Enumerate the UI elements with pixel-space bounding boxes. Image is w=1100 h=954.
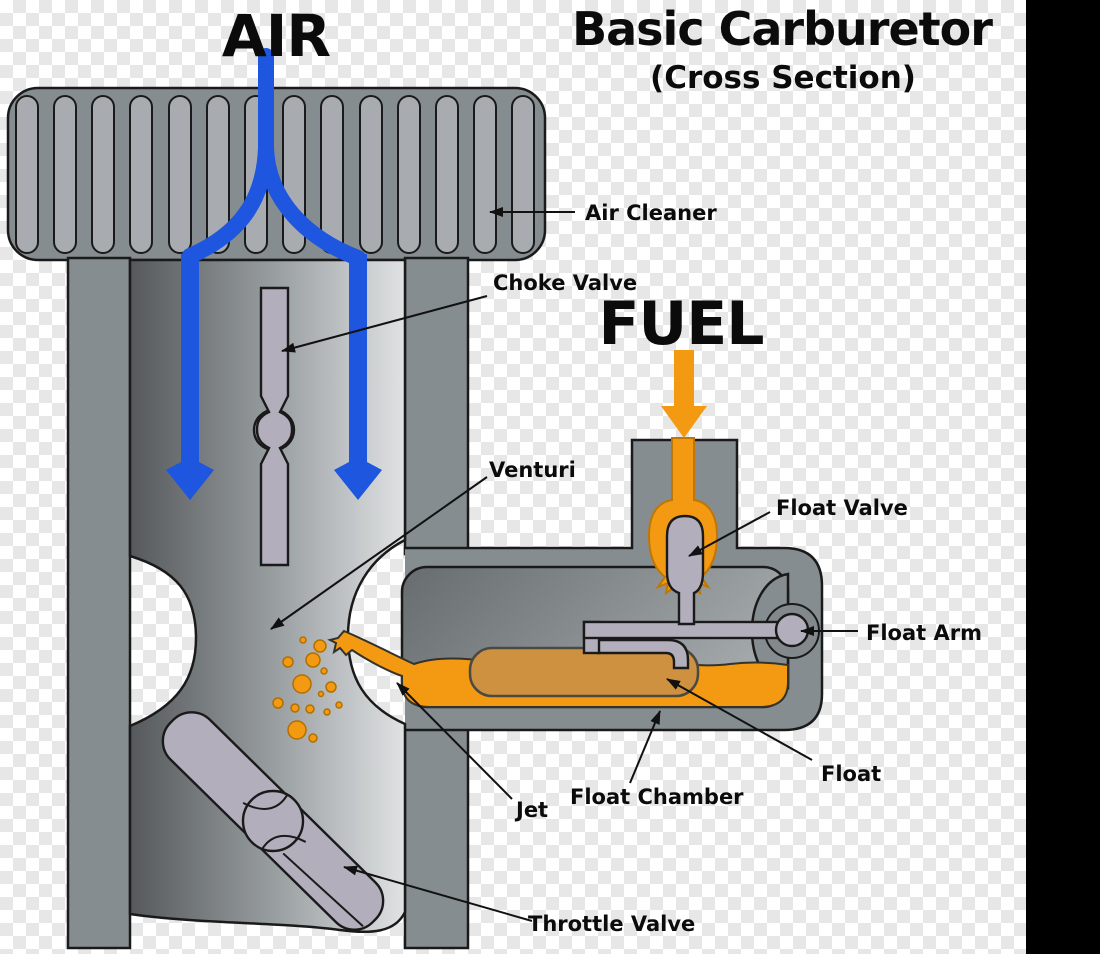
slot [473, 95, 497, 254]
slot [397, 95, 421, 254]
leader-venturi [270, 476, 488, 630]
air-arrow-right [334, 254, 382, 500]
leader-throttle-valve [343, 865, 533, 922]
slot [435, 95, 459, 254]
tube-right-wall-lower [403, 722, 470, 950]
air-arrow-left [166, 254, 214, 500]
throttle-detail-line [242, 794, 288, 810]
float-arm-lower-link [596, 638, 690, 670]
leader-choke-valve [281, 295, 488, 353]
tube-left-wall [66, 256, 132, 950]
choke-valve [252, 286, 296, 567]
leader-lines [270, 207, 858, 922]
float-valve [665, 514, 705, 626]
leader-float-valve [688, 511, 771, 557]
air-flow-label: AIR [222, 2, 330, 70]
slot [15, 95, 39, 254]
label-air-cleaner: Air Cleaner [585, 201, 717, 225]
throttle-detail-line [282, 852, 364, 928]
air-flow-branch-right [258, 140, 366, 266]
label-jet: Jet [514, 798, 548, 822]
slot [206, 95, 230, 254]
slot [359, 95, 383, 254]
tube-right-wall-upper [403, 256, 470, 556]
slot [53, 95, 77, 254]
slot [91, 95, 115, 254]
throttle-detail-line [261, 834, 307, 850]
leader-jet [396, 682, 513, 800]
label-venturi: Venturi [489, 458, 576, 482]
right-black-bar [1026, 0, 1100, 954]
slot [168, 95, 192, 254]
label-float-arm: Float Arm [866, 621, 982, 645]
slot [320, 95, 344, 254]
float [468, 646, 700, 698]
choke-plate [255, 286, 294, 567]
leader-float-chamber [629, 710, 661, 784]
page-title: Basic Carburetor [572, 2, 993, 56]
label-float-chamber: Float Chamber [570, 785, 744, 809]
fuel-flow-label: FUEL [599, 289, 764, 359]
air-flow [166, 48, 382, 500]
fuel-spray-droplets [272, 636, 343, 743]
label-choke-valve: Choke Valve [493, 271, 637, 295]
part-labels: Air Cleaner Choke Valve Venturi Float Va… [489, 201, 982, 936]
fuel-arrow [661, 350, 707, 438]
page-subtitle: (Cross Section) [650, 60, 916, 96]
float-chamber-outline [405, 438, 824, 732]
leader-float [666, 678, 813, 761]
float-arm [582, 612, 810, 670]
slot [511, 95, 535, 254]
label-float: Float [821, 762, 881, 786]
label-float-valve: Float Valve [776, 496, 908, 520]
throttle-valve [161, 711, 385, 931]
slot [129, 95, 153, 254]
label-throttle-valve: Throttle Valve [528, 912, 695, 936]
